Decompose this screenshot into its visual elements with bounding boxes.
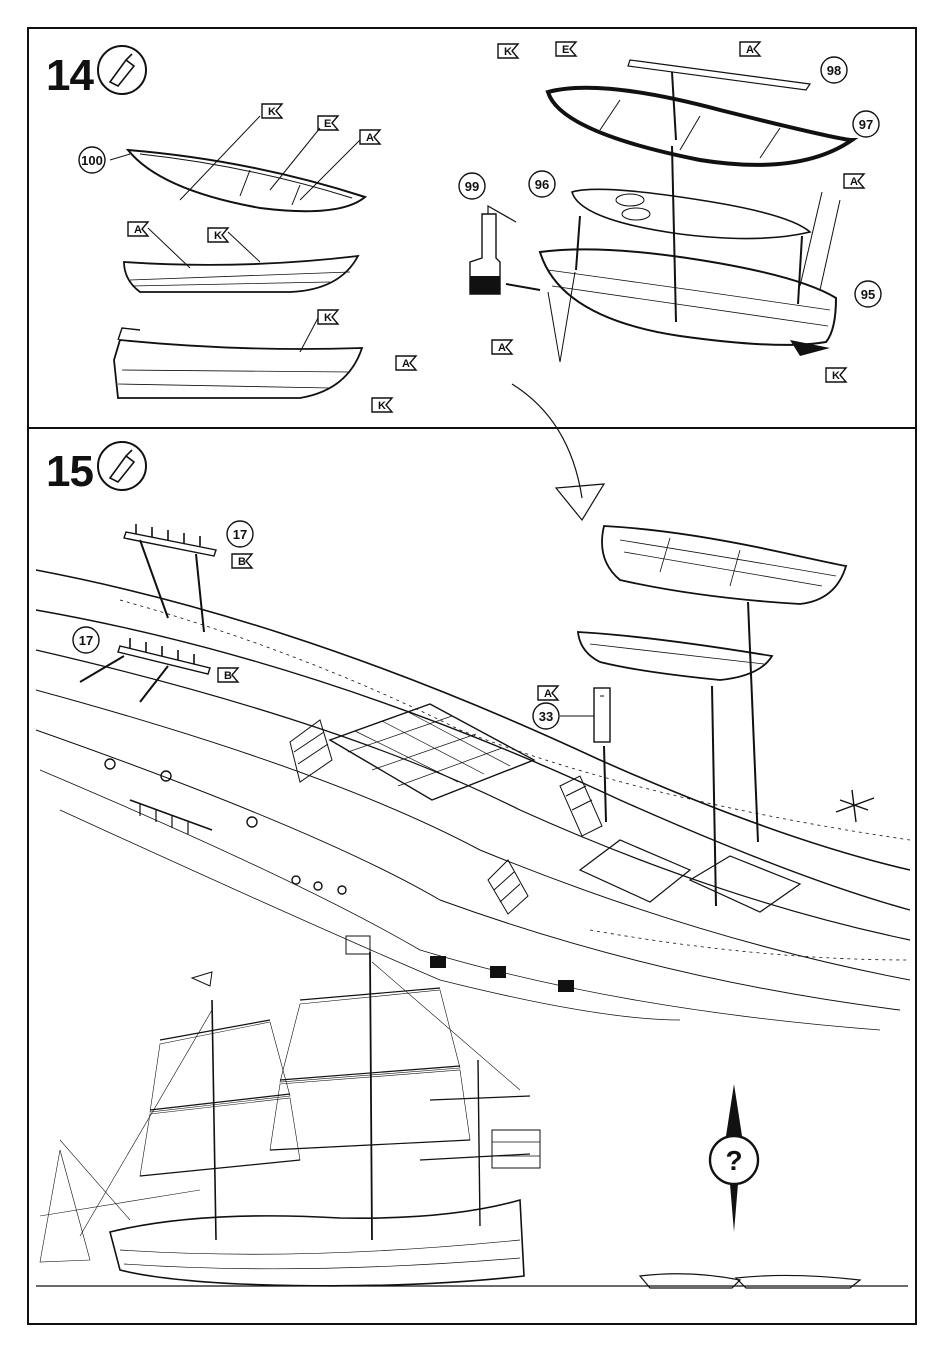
glue-icon (98, 442, 146, 490)
part-99-callout: 99 (459, 173, 485, 199)
svg-text:A: A (850, 176, 858, 188)
flag-k-mid: K (208, 228, 228, 242)
flag-k-right: K (498, 44, 518, 58)
svg-text:A: A (498, 342, 506, 354)
flag-k-bottom: K (372, 398, 392, 412)
step-14-number: 14 (46, 51, 94, 100)
small-boat-assembled (114, 328, 362, 398)
flag-a-step15: A (538, 686, 558, 700)
arrow-deck-left (576, 216, 580, 270)
part-17-top-callout: 17 (227, 521, 253, 547)
svg-text:A: A (746, 44, 754, 56)
svg-text:A: A (366, 132, 374, 144)
svg-text:97: 97 (859, 117, 873, 132)
flag-a-right-side: A (844, 174, 864, 188)
svg-text:B: B (238, 556, 246, 568)
pin-rack-top (124, 524, 216, 556)
arrow-rail-to-rim (672, 72, 676, 140)
part-95-hull (540, 249, 836, 356)
boat-rim-frame (548, 88, 852, 165)
part-97-callout: 97 (853, 111, 879, 137)
svg-text:K: K (268, 106, 276, 118)
svg-text:K: K (504, 46, 512, 58)
flag-k-lower: K (318, 310, 338, 324)
part-98-rail (628, 60, 810, 90)
part-100-callout: 100 (79, 147, 105, 173)
flag-k-bottom-right: K (826, 368, 846, 382)
flag-a-top-right: A (740, 42, 760, 56)
flag-a-left-side: A (492, 340, 512, 354)
small-boat-hull-half (124, 256, 358, 292)
question-mark-icon: ? (725, 1145, 742, 1176)
part-98-callout: 98 (821, 57, 847, 83)
svg-text:100: 100 (81, 153, 103, 168)
arrow-deck-right (798, 236, 802, 304)
svg-text:98: 98 (827, 63, 841, 78)
svg-text:96: 96 (535, 177, 549, 192)
svg-text:A: A (544, 688, 552, 700)
arrow-bracket (506, 284, 540, 290)
completed-ship-illustration (36, 936, 908, 1288)
svg-text:E: E (562, 44, 569, 56)
step-14: 14 100 (46, 42, 881, 412)
svg-text:A: A (134, 224, 142, 236)
flag-e-right: E (556, 42, 576, 56)
flag-e: E (318, 116, 338, 130)
small-boat-top (128, 150, 365, 211)
svg-text:17: 17 (79, 633, 93, 648)
svg-text:K: K (378, 400, 386, 412)
flag-b-top: B (232, 554, 252, 568)
small-boat-placed (578, 632, 772, 680)
svg-text:33: 33 (539, 709, 553, 724)
svg-text:E: E (324, 118, 331, 130)
flag-a-top: A (360, 130, 380, 144)
svg-text:K: K (214, 230, 222, 242)
flag-b-mid: B (218, 668, 238, 682)
help-symbol: ? (710, 1084, 758, 1232)
pin-rack-left (118, 638, 210, 674)
part-95-callout: 95 (855, 281, 881, 307)
step-15: 15 (36, 442, 910, 1288)
part-33-callout: 33 (533, 703, 559, 729)
part-17-left-callout: 17 (73, 627, 99, 653)
transfer-arrow (512, 384, 582, 498)
svg-text:K: K (832, 370, 840, 382)
flag-a-bottom: A (396, 356, 416, 370)
svg-text:99: 99 (465, 179, 479, 194)
part-96-callout: 96 (529, 171, 555, 197)
part-99-bracket (470, 206, 516, 294)
svg-text:17: 17 (233, 527, 247, 542)
part-96-deck (572, 189, 810, 238)
flag-k-top: K (262, 104, 282, 118)
ship-deck-cutaway (36, 570, 910, 1030)
part-33-locker (594, 688, 610, 742)
flag-a-left: A (128, 222, 148, 236)
glue-icon (98, 46, 146, 94)
svg-text:B: B (224, 670, 232, 682)
svg-text:95: 95 (861, 287, 875, 302)
large-boat-placed (602, 526, 846, 604)
step-15-number: 15 (46, 447, 93, 496)
svg-text:A: A (402, 358, 410, 370)
svg-text:K: K (324, 312, 332, 324)
